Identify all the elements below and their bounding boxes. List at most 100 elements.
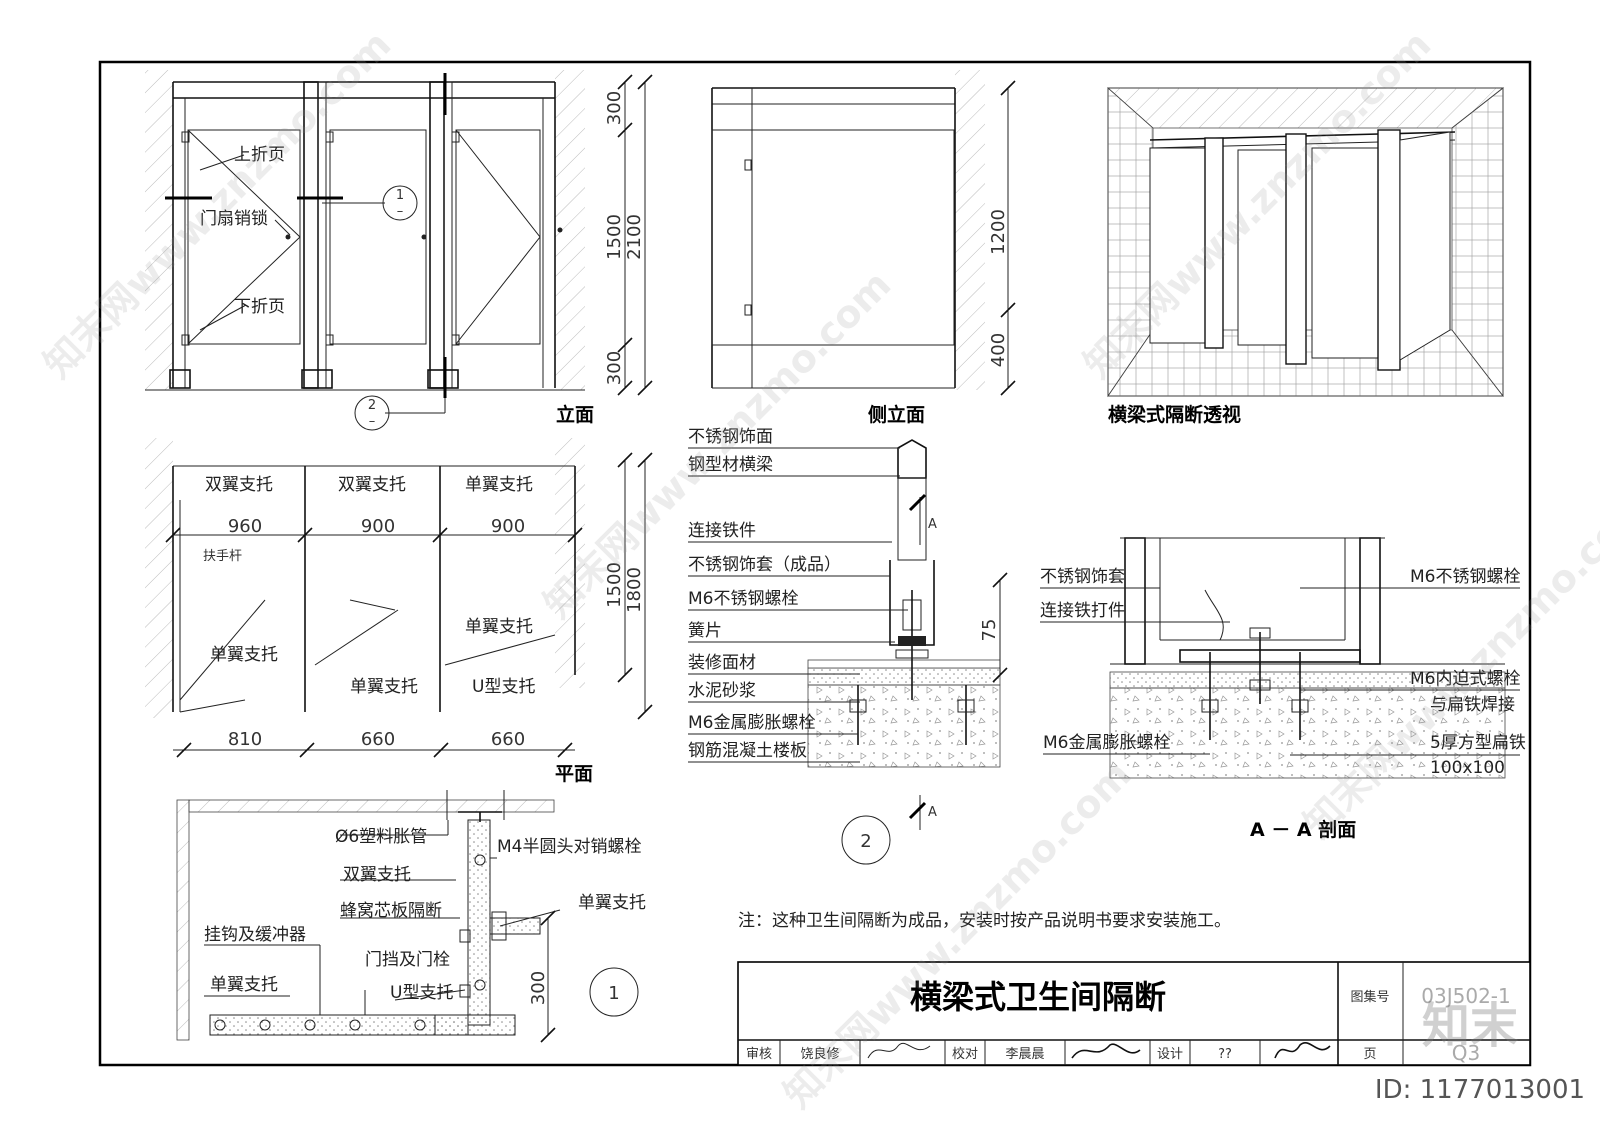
plan-label-single-wing-right: 单翼支托 (465, 617, 533, 637)
caption-section-aa: A － A 剖面 (1250, 818, 1356, 841)
plan-dim-h1: 1500 (604, 562, 625, 608)
d1-label-hook: 挂钩及缓冲器 (204, 925, 306, 945)
detail-marker-1 (382, 185, 418, 221)
page-label: 页 (1363, 1047, 1376, 1062)
checker-signature (1071, 1043, 1141, 1059)
d1-label-honeycomb: 蜂窝芯板隔断 (340, 901, 442, 921)
aa-label-inner-bolt: M6内迫式螺栓 (1410, 669, 1520, 689)
d1-label-m4-bolt: M4半圆头对销螺栓 (497, 837, 641, 857)
watermark-text: 知末网www.znzmo.com (35, 22, 399, 386)
elevation-view: 1 – 2 – 上折页 门扇销锁 下折页 300 1500 2100 300 立… (145, 70, 653, 431)
aa-label-anchor: M6金属膨胀螺栓 (1043, 733, 1170, 753)
detail1-dim: 300 (528, 971, 549, 1005)
plan-dim-w3: 900 (491, 516, 525, 537)
d1-label-u-bracket: U型支托 (390, 983, 453, 1003)
detail-marker-2 (354, 395, 390, 431)
plan-dim-d3: 660 (491, 729, 525, 750)
plan-dim-d2: 660 (361, 729, 395, 750)
caption-elevation: 立面 (556, 403, 594, 426)
detail-1-view: 300 Ø6塑料胀管 M4半圆头对销螺栓 双翼支托 蜂窝芯板隔断 单翼支托 挂钩… (176, 790, 646, 1043)
detail-marker-1-bottom (589, 967, 639, 1017)
section2-label: 连接铁件 (688, 521, 756, 541)
drawing-title: 横梁式卫生间隔断 (910, 978, 1166, 1016)
plan-label-double-wing-1: 双翼支托 (205, 475, 273, 495)
d1-label-single-wing-2: 单翼支托 (210, 975, 278, 995)
section2-label: 簧片 (688, 621, 722, 641)
plan-dim-w1: 960 (228, 516, 262, 537)
section2-label: 不锈钢饰套（成品） (688, 555, 841, 575)
caption-side-elevation: 侧立面 (868, 403, 925, 426)
section-mark-a-top: A (928, 517, 937, 532)
aa-label-bolt: M6不锈钢螺栓 (1410, 567, 1520, 587)
aa-label-sleeve: 不锈钢饰套 (1040, 567, 1125, 587)
section2-label: 装修面材 (688, 653, 756, 673)
aa-label-plate: 5厚方型扁铁 (1430, 733, 1526, 753)
plan-dim-d1: 810 (228, 729, 262, 750)
aa-label-plate-size: 100x100 (1430, 758, 1505, 778)
d1-label-double-wing: 双翼支托 (343, 865, 411, 885)
d1-label-single-wing: 单翼支托 (578, 893, 646, 913)
plan-label-u-bracket: U型支托 (472, 677, 535, 697)
designer-name: ?? (1218, 1047, 1232, 1062)
dim-elev-bottom: 300 (604, 351, 625, 385)
reviewer-signature (867, 1042, 931, 1059)
detail-marker-1-sheet: – (397, 204, 404, 219)
label-upper-hinge: 上折页 (234, 145, 285, 165)
plan-label-single-wing-top: 单翼支托 (465, 475, 533, 495)
section2-label: 钢筋混凝土楼板 (688, 741, 807, 761)
atlas-label: 图集号 (1350, 989, 1389, 1005)
checker-label: 校对 (952, 1046, 978, 1062)
detail-marker-1-number: 1 (396, 188, 404, 203)
watermark-id: ID: 1177013001 (1375, 1075, 1585, 1105)
detail-marker-1-bottom-label: 1 (608, 983, 619, 1004)
aa-label-connector: 连接铁打件 (1040, 601, 1125, 621)
section2-label: M6不锈钢螺栓 (688, 589, 798, 609)
plan-label-single-wing-mid: 单翼支托 (350, 677, 418, 697)
reviewer-name: 饶良修 (800, 1046, 839, 1062)
wall-hatch (555, 438, 585, 688)
installation-note: 注：这种卫生间隔断为成品，安装时按产品说明书要求安装施工。 (738, 911, 1231, 931)
section-mark-a-bottom: A (928, 805, 937, 820)
label-lower-hinge: 下折页 (234, 297, 285, 317)
title-block: 横梁式卫生间隔断 图集号 03J502-1 审核 饶良修 校对 李晨晨 设计 ?… (737, 961, 1531, 1066)
watermark-logo: 知末 (1422, 998, 1518, 1054)
label-door-latch: 门扇销锁 (200, 209, 268, 229)
plan-view: 双翼支托 双翼支托 单翼支托 扶手杆 单翼支托 单翼支托 单翼支托 U型支托 9… (145, 438, 653, 785)
detail-marker-2-sheet: – (369, 414, 376, 429)
perspective-view: 横梁式隔断透视 (1106, 87, 1505, 426)
d1-label-door-stop: 门挡及门栓 (365, 950, 450, 970)
plan-dim-h2: 1800 (624, 567, 645, 613)
reviewer-label: 审核 (746, 1047, 772, 1062)
section2-dim: 75 (979, 619, 1000, 642)
atlas-number: 03J502-1 (1421, 984, 1510, 1008)
aa-label-weld: 与扁铁焊接 (1430, 695, 1515, 715)
caption-plan: 平面 (555, 763, 593, 785)
dim-elev-middle: 1500 (604, 214, 625, 260)
dim-side-lower: 400 (988, 333, 1009, 367)
detail-marker-2-bottom (841, 815, 891, 865)
plan-label-double-wing-2: 双翼支托 (338, 475, 406, 495)
plan-dim-w2: 900 (361, 516, 395, 537)
aa-section-view: 不锈钢饰套 连接铁打件 M6金属膨胀螺栓 M6不锈钢螺栓 M6内迫式螺栓 与扁铁… (1040, 537, 1526, 841)
wall-hatch (955, 70, 985, 390)
dim-elev-top: 300 (604, 91, 625, 125)
wall-hatch (145, 438, 173, 718)
section2-label: 不锈钢饰面 (688, 427, 773, 447)
wall-hatch (145, 70, 173, 390)
designer-signature (1274, 1042, 1331, 1059)
section2-label: 水泥砂浆 (688, 681, 756, 701)
section2-label: M6金属膨胀螺栓 (688, 713, 815, 733)
section2-label: 钢型材横梁 (688, 455, 773, 475)
dim-side-upper: 1200 (988, 209, 1009, 255)
designer-label: 设计 (1157, 1047, 1183, 1062)
plan-label-single-wing-left: 单翼支托 (210, 645, 278, 665)
d1-label-plastic-anchor: Ø6塑料胀管 (335, 827, 427, 847)
detail-marker-2-bottom-label: 2 (860, 831, 871, 852)
plan-label-handrail: 扶手杆 (203, 549, 242, 564)
checker-name: 李晨晨 (1005, 1047, 1044, 1062)
dim-elev-total: 2100 (624, 214, 645, 260)
caption-perspective: 横梁式隔断透视 (1108, 403, 1241, 426)
page-number: Q3 (1452, 1041, 1480, 1065)
